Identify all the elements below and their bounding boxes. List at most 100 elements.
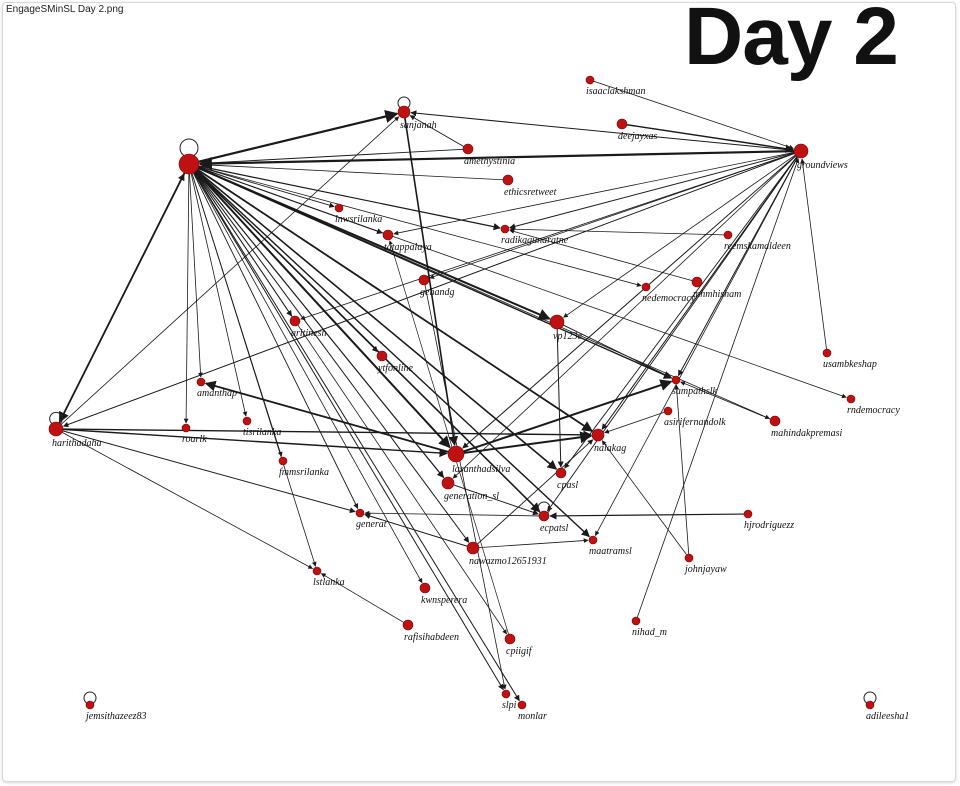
edge-johnjayaw-to-nalakag [601, 440, 687, 556]
edge-sl_main-to-nedemocracy [198, 166, 642, 287]
node-label: lasanthadsilva [452, 464, 510, 475]
node-rndemocracy[interactable]: rndemocracy [846, 394, 900, 416]
node-sanjanah[interactable]: sanjanah [397, 96, 437, 131]
node-sl_main[interactable] [178, 138, 200, 175]
node-groundviews[interactable]: groundviews [793, 143, 848, 171]
node-rafisihabdeen[interactable]: rafisihabdeen [402, 619, 459, 643]
node-label: amethystinia [464, 156, 515, 167]
node-deejayxas[interactable]: deejayxas [616, 118, 658, 142]
node-hjrodriguezz[interactable]: hjrodriguezz [743, 509, 794, 531]
node-generation_sl[interactable]: generation_sl [441, 476, 499, 502]
node-nedemocracy[interactable]: nedemocracy [641, 282, 696, 304]
node-ecpatsl[interactable]: ecpatsl [537, 501, 569, 534]
node-tatappalaya[interactable]: tatappalaya [382, 229, 432, 253]
node-label: hjrodriguezz [744, 520, 794, 531]
node-label: fmmsrilanka [279, 467, 329, 478]
node-kwnsperera[interactable]: kwnsperera [419, 582, 467, 606]
edge-gehandg-to-slpi [424, 284, 507, 690]
node-amethystinia[interactable]: amethystinia [462, 143, 515, 167]
node-label: mhmhisham [693, 289, 741, 300]
node-ytfonline[interactable]: ytfonline [376, 350, 414, 374]
node-marker [382, 229, 394, 241]
edge-harithadaha-to-generat [62, 430, 356, 514]
edge-sl_main-to-vp123e [197, 167, 551, 321]
edge-johnjayaw-to-sampathslk [674, 384, 690, 555]
edge-amethystinia-to-sl_main [199, 148, 464, 166]
edge-groundviews-to-radikagunaratne [509, 152, 795, 230]
node-lasanthadsilva[interactable]: lasanthadsilva [447, 445, 510, 475]
node-reemskamaldeen[interactable]: reemskamaldeen [723, 230, 791, 252]
node-marker [278, 456, 288, 466]
node-label: adileesha1 [866, 711, 909, 722]
edge-groundviews-to-generation_sl [452, 155, 797, 479]
node-marker [616, 118, 628, 130]
node-marker [865, 700, 875, 710]
node-cpiigif[interactable]: cpiigif [504, 633, 533, 657]
edge-groundviews-to-harithadaha [63, 153, 795, 427]
node-tisrilanka[interactable]: tisrilanka [242, 416, 281, 438]
node-marker [397, 105, 411, 119]
node-isaaclakshman[interactable]: isaaclakshman [585, 75, 645, 97]
node-ethicsretweet[interactable]: ethicsretweet [502, 174, 557, 198]
node-adileesha1[interactable]: adileesha1 [863, 691, 909, 722]
node-label: rndemocracy [847, 405, 900, 416]
node-mhmhisham[interactable]: mhmhisham [691, 276, 741, 300]
node-nalakag[interactable]: nalakag [591, 428, 626, 454]
node-label: johnjayaw [683, 564, 727, 575]
node-nawazmo[interactable]: nawazmo12651931 [466, 541, 547, 567]
node-asirifernandolk[interactable]: asirifernandolk [663, 406, 726, 428]
node-label: groundviews [797, 160, 848, 171]
edge-ethicsretweet-to-sl_main [199, 162, 504, 181]
node-harithadaha[interactable]: harithadaha [48, 411, 101, 449]
node-roarlk[interactable]: roarlk [181, 423, 207, 445]
node-label: ecpatsl [540, 523, 569, 534]
edge-deejayxas-to-groundviews [626, 124, 794, 153]
edge-reemskamaldeen-to-radikagunaratne [509, 226, 725, 236]
edge-groundviews-to-aritinesh [300, 152, 795, 320]
edge-usambkeshap-to-groundviews [800, 158, 827, 350]
node-radikagunaratne[interactable]: radikagunaratne [500, 224, 569, 246]
node-jemsithazeez83[interactable]: jemsithazeez83 [83, 691, 147, 722]
node-johnjayaw[interactable]: johnjayaw [683, 553, 727, 575]
edge-sl_main-to-monlar [193, 172, 520, 702]
edge-vp123e-to-sampathslk [563, 324, 673, 379]
node-marker [402, 619, 414, 631]
node-lstlanka[interactable]: lstlanka [312, 566, 345, 588]
node-mahindakpremasi[interactable]: mahindakpremasi [769, 415, 843, 439]
node-label: deejayxas [618, 131, 658, 142]
node-slpi[interactable]: slpi [501, 689, 517, 711]
node-label: jemsithazeez83 [84, 711, 147, 722]
edge-sl_main-to-nalakag [196, 168, 594, 432]
edge-nihad_m-to-groundviews [636, 158, 800, 618]
node-lnwsrilanka[interactable]: lnwsrilanka [334, 203, 382, 225]
node-usambkeshap[interactable]: usambkeshap [822, 348, 877, 370]
node-marker [684, 553, 694, 563]
node-monlar[interactable]: monlar [517, 700, 547, 722]
edge-sl_main-to-nawazmo [194, 171, 470, 543]
node-label: gehandg [420, 287, 454, 298]
node-fmmsrilanka[interactable]: fmmsrilanka [278, 456, 329, 478]
headline-day: Day 2 [684, 0, 899, 82]
node-amanthap[interactable]: amanthap [196, 377, 237, 399]
node-aritinesh[interactable]: aritinesh [289, 315, 327, 339]
node-label: isaaclakshman [586, 86, 645, 97]
edge-hjrodriguezz-to-ecpatsl [549, 512, 745, 520]
edge-sl_main-to-cpasl [196, 169, 558, 470]
node-vp123e[interactable]: vp123e [549, 314, 582, 342]
node-generat[interactable]: generat [355, 508, 387, 530]
edge-groundviews-to-sanjanah [410, 110, 795, 151]
node-marker [312, 566, 322, 576]
node-cpasl[interactable]: cpasl [555, 467, 578, 491]
node-gehandg[interactable]: gehandg [418, 274, 454, 298]
edge-harithadaha-to-sanjanah [60, 116, 400, 425]
node-sampathslk[interactable]: sampathslk [671, 375, 718, 397]
node-label: kwnsperera [421, 595, 467, 606]
node-marker [85, 700, 95, 710]
node-label: roarlk [182, 434, 207, 445]
node-nihad_m[interactable]: nihad_m [631, 616, 667, 638]
node-label: tisrilanka [243, 427, 281, 438]
node-label: monlar [518, 711, 547, 722]
node-maatramsl[interactable]: maatramsl [588, 535, 632, 557]
node-marker [500, 224, 510, 234]
